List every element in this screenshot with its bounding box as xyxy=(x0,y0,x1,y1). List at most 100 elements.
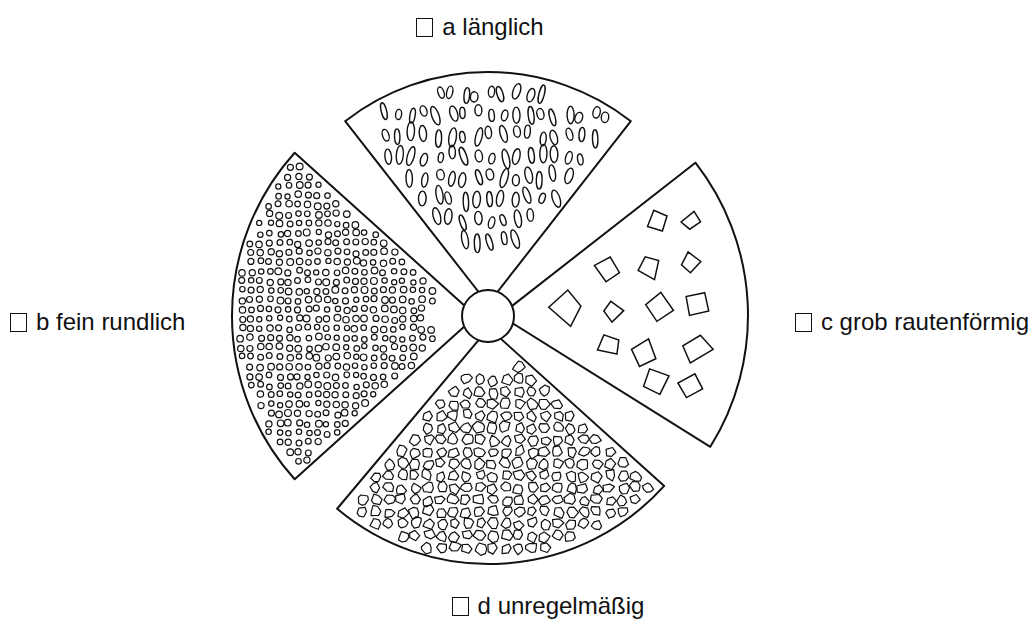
irregular-grain xyxy=(436,531,446,541)
round-grain xyxy=(316,317,322,323)
irregular-grain xyxy=(578,435,589,444)
round-grain xyxy=(256,241,262,247)
irregular-grain xyxy=(528,517,538,527)
rhombic-grain xyxy=(686,293,709,316)
round-grain xyxy=(363,296,369,302)
irregular-grain xyxy=(527,458,538,469)
irregular-grain xyxy=(489,389,498,399)
round-grain xyxy=(420,334,426,340)
round-grain xyxy=(247,241,253,247)
irregular-grain xyxy=(397,445,407,457)
round-grain xyxy=(247,325,253,331)
round-grain xyxy=(391,344,397,350)
round-grain xyxy=(297,182,304,189)
irregular-grain xyxy=(630,495,640,504)
round-grain xyxy=(411,315,417,321)
round-grain xyxy=(304,402,309,407)
irregular-grain xyxy=(529,482,539,492)
texture xyxy=(357,361,653,555)
irregular-grain xyxy=(370,519,381,530)
irregular-grain xyxy=(552,472,561,481)
round-grain xyxy=(410,344,417,351)
round-grain xyxy=(288,392,293,397)
round-grain xyxy=(362,337,368,343)
irregular-grain xyxy=(503,497,513,506)
round-grain xyxy=(335,412,341,418)
round-grain xyxy=(391,327,397,333)
round-grain xyxy=(332,286,339,293)
elongated-grain xyxy=(513,107,521,123)
irregular-grain xyxy=(370,482,380,493)
irregular-grain xyxy=(527,424,536,435)
irregular-grain xyxy=(438,481,447,491)
irregular-grain xyxy=(435,435,446,444)
elongated-grain xyxy=(538,192,547,204)
round-grain xyxy=(297,315,303,321)
elongated-grain xyxy=(513,209,523,228)
irregular-grain xyxy=(540,470,549,480)
round-grain xyxy=(306,335,312,341)
round-grain xyxy=(411,280,416,285)
round-grain xyxy=(276,220,283,227)
round-grain xyxy=(247,346,253,352)
irregular-grain xyxy=(501,518,511,529)
round-grain xyxy=(333,344,340,351)
round-grain xyxy=(287,345,293,351)
round-grain xyxy=(400,307,406,313)
irregular-grain xyxy=(437,509,446,518)
elongated-grain xyxy=(435,185,445,205)
round-grain xyxy=(354,354,359,359)
elongated-grain xyxy=(431,207,442,225)
irregular-grain xyxy=(476,374,484,385)
elongated-grain xyxy=(513,125,522,137)
irregular-grain xyxy=(398,518,408,528)
round-grain xyxy=(392,318,398,324)
rhombic-grain xyxy=(682,252,701,273)
option-label: b fein rundlich xyxy=(10,308,185,336)
irregular-grain xyxy=(462,531,472,539)
round-grain xyxy=(267,279,273,285)
round-grain xyxy=(335,422,341,428)
irregular-grain xyxy=(514,373,523,383)
irregular-grain xyxy=(580,497,590,506)
irregular-grain xyxy=(618,471,628,481)
irregular-grain xyxy=(554,459,564,468)
round-grain xyxy=(362,270,368,276)
option-text: c grob rautenförmig xyxy=(821,308,1029,336)
elongated-grain xyxy=(550,146,558,163)
irregular-grain xyxy=(539,400,551,410)
irregular-grain xyxy=(449,484,459,495)
round-grain xyxy=(353,393,359,399)
round-grain xyxy=(408,362,414,368)
round-grain xyxy=(419,287,424,292)
elongated-grain xyxy=(565,127,574,141)
irregular-grain xyxy=(447,494,459,504)
round-grain xyxy=(294,374,300,380)
round-grain xyxy=(315,296,321,302)
irregular-grain xyxy=(503,507,513,516)
round-grain xyxy=(277,354,283,360)
round-grain xyxy=(305,364,311,370)
elongated-grain xyxy=(536,108,545,120)
round-grain xyxy=(360,354,367,361)
round-grain xyxy=(410,324,416,330)
irregular-grain xyxy=(577,484,588,494)
round-grain xyxy=(285,439,291,445)
round-grain xyxy=(286,183,292,189)
round-grain xyxy=(256,374,263,381)
round-grain xyxy=(380,270,386,276)
round-grain xyxy=(400,286,407,293)
round-grain xyxy=(278,374,284,380)
round-grain xyxy=(294,410,300,416)
elongated-grain xyxy=(395,109,402,120)
round-grain xyxy=(316,229,321,234)
irregular-grain xyxy=(499,457,510,468)
irregular-grain xyxy=(513,485,523,494)
round-grain xyxy=(325,335,330,340)
round-grain xyxy=(285,174,291,180)
irregular-grain xyxy=(516,399,526,409)
irregular-grain xyxy=(501,387,511,398)
round-grain xyxy=(324,391,330,397)
round-grain xyxy=(304,201,310,207)
round-grain xyxy=(314,270,319,275)
